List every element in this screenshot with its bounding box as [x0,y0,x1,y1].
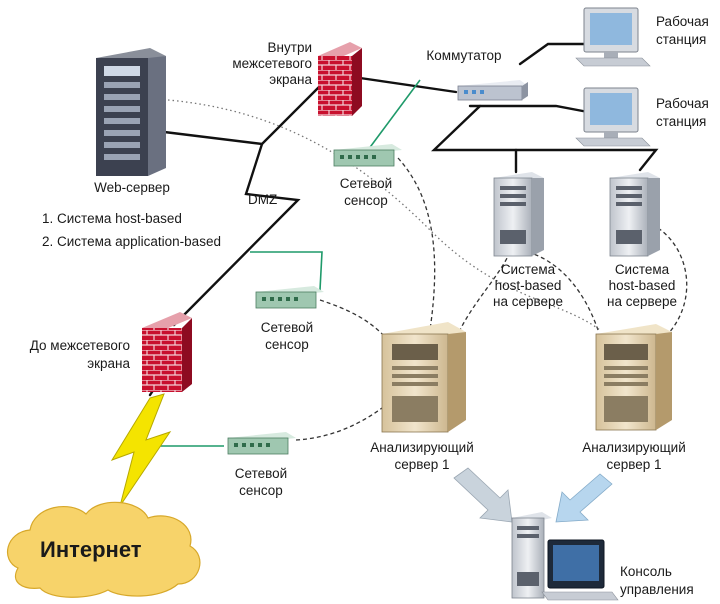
network-lines [146,42,659,397]
workstation-1-label-line1: Рабочая [656,14,709,29]
link-switch-ws1 [518,42,590,66]
analyzer-2-label-line1: Анализирующий [582,440,686,455]
dash-top-sensor-analyzer [397,157,436,331]
lightning-icon [110,393,172,507]
link-switch-backbone [431,104,659,172]
host-server-1-icon [493,172,544,257]
switch-label: Коммутатор [426,48,502,63]
outside-firewall-icon [142,312,192,392]
dash-host2-analyzer [657,227,688,335]
analyzer-2-label-line2: сервер 1 [606,457,662,472]
link-sensor-top [367,79,421,151]
outside-firewall-label-line2: экрана [87,356,130,371]
link-dmz [172,142,301,327]
list-item-host-based: 1. Система host-based [42,211,182,226]
switch-icon [457,80,528,101]
workstation-2-label-line1: Рабочая [656,96,709,111]
workstation-2-icon [575,87,651,147]
inside-firewall-label-line3: экрана [269,72,312,87]
arrow-analyzer2-console [555,473,613,523]
dash-bottom-sensor-analyzer [295,404,387,441]
inside-firewall-icon [318,42,362,116]
network-sensor-top-label-line1: Сетевой [339,176,393,191]
host-server-1-label-line2: host-based [494,278,562,293]
network-sensor-top-icon [333,144,402,167]
network-sensor-bottom-icon [227,432,296,455]
inside-firewall-label-line2: межсетевого [232,56,312,71]
inside-firewall-label-line1: Внутри [267,40,312,55]
analyzer-1-label-line1: Анализирующий [370,440,474,455]
network-sensor-mid-label-line2: сенсор [265,337,309,352]
host-server-2-label-line3: на сервере [606,294,678,309]
dash-host1-analyzer [527,251,599,331]
host-server-2-icon [609,172,660,257]
host-server-1-label-line1: Система [500,262,556,277]
sensor-links [150,79,421,447]
workstation-1-icon [575,7,651,67]
network-sensor-bottom-label-line2: сенсор [239,483,283,498]
analyzer-server-1-icon [381,322,466,433]
analyzer-server-2-icon [595,324,672,431]
link-switch-ws2 [468,104,590,114]
network-sensor-top-label-line2: сенсор [344,193,388,208]
link-sensor-mid [250,251,323,291]
web-server-label: Web-сервер [94,180,170,195]
console-icon [511,512,619,601]
workstation-1-label-line2: станция [656,32,707,47]
dash-host1-analyzer1 [459,251,511,331]
outside-firewall-label-line1: До межсетевого [29,338,130,353]
list-item-application-based: 2. Система application-based [42,234,221,249]
web-server-icon [96,48,166,176]
analyzer-1-label-line2: сервер 1 [394,457,450,472]
network-sensor-mid-icon [255,286,324,309]
internet-cloud-icon [7,501,201,598]
arrow-analyzer1-console [453,467,513,523]
internet-label: Интернет [40,537,142,562]
host-server-2-label-line1: Система [614,262,670,277]
network-sensor-mid-label-line1: Сетевой [260,320,314,335]
host-server-2-label-line2: host-based [608,278,676,293]
console-label-line2: управления [620,582,694,597]
link-firewall-switch [358,76,458,94]
host-server-1-label-line3: на сервере [492,294,564,309]
dotted-webserver-link [167,99,601,331]
workstation-2-label-line2: станция [656,114,707,129]
network-sensor-bottom-label-line1: Сетевой [234,466,288,481]
dmz-label: DMZ [248,192,278,207]
console-label-line1: Консоль [620,564,672,579]
